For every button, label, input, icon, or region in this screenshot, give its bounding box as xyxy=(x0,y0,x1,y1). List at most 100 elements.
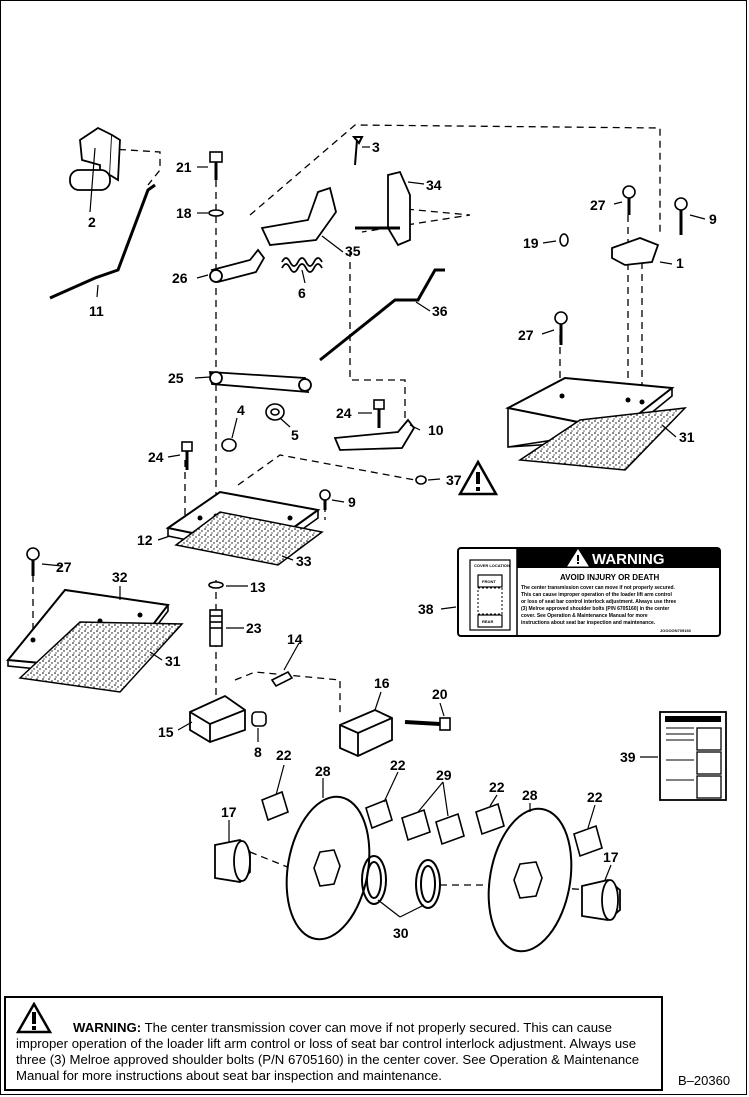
callout-21: 21 xyxy=(176,159,192,175)
part-bolt-27c xyxy=(622,185,636,215)
part-gasket-33 xyxy=(174,511,324,566)
callout-9a: 9 xyxy=(348,494,356,510)
callout-27c: 27 xyxy=(590,197,606,213)
part-disc-28-right xyxy=(487,807,573,953)
part-spacer-8 xyxy=(251,711,267,727)
part-bearing-17-left xyxy=(214,839,251,883)
decal-38 xyxy=(457,547,721,637)
warning-triangle-icon xyxy=(457,459,499,496)
decal-code: JOOOON709160 xyxy=(660,628,692,633)
callout-27a: 27 xyxy=(56,559,72,575)
callout-31a: 31 xyxy=(679,429,695,445)
decal-line-4: (3) Melroe approved shoulder bolts (P/N … xyxy=(521,606,669,612)
part-clip-37 xyxy=(415,475,427,485)
part-spring-6 xyxy=(281,257,323,273)
callout-13: 13 xyxy=(250,579,266,595)
part-block-15 xyxy=(189,694,246,743)
part-gasket-right xyxy=(517,407,687,471)
callout-10: 10 xyxy=(428,422,444,438)
part-block-16 xyxy=(339,709,393,757)
warning-box: WARNING: The center transmission cover c… xyxy=(4,996,663,1091)
part-washer-13 xyxy=(208,581,224,589)
part-shims-22-29 xyxy=(261,790,603,858)
callout-22d: 22 xyxy=(587,789,603,805)
callout-29: 29 xyxy=(436,767,452,783)
callout-30: 30 xyxy=(393,925,409,941)
decal-39 xyxy=(659,711,727,801)
callout-8: 8 xyxy=(254,744,262,760)
callout-34: 34 xyxy=(426,177,442,193)
callout-11: 11 xyxy=(89,303,104,319)
assembly-lines xyxy=(32,124,661,891)
decal-front: FRONT xyxy=(482,579,496,584)
callout-24a: 24 xyxy=(336,405,352,421)
callout-24b: 24 xyxy=(148,449,164,465)
part-bolt-24a xyxy=(373,399,385,428)
callout-22c: 22 xyxy=(489,779,505,795)
callout-1: 1 xyxy=(676,255,684,271)
decal-line-3: or loss of seat bar control interlock ad… xyxy=(521,599,676,605)
part-bolt-9b xyxy=(674,197,688,235)
part-bolt-21 xyxy=(209,151,223,180)
part-gasket-31-left xyxy=(18,621,184,693)
callout-38: 38 xyxy=(418,601,434,617)
callout-labels: 2 11 21 18 26 6 3 34 35 36 25 4 5 24 10 … xyxy=(56,139,717,941)
callout-37: 37 xyxy=(446,472,462,488)
callout-28a: 28 xyxy=(315,763,331,779)
decal-line-5: cover. See Operation & Maintenance Manua… xyxy=(521,613,648,619)
part-spacer-5 xyxy=(265,403,285,421)
part-nut-4 xyxy=(221,438,237,452)
part-rod-11 xyxy=(49,183,156,300)
part-bracket-2 xyxy=(69,126,121,191)
part-link-25 xyxy=(208,371,312,393)
part-bolt-24b xyxy=(181,441,193,470)
callout-4: 4 xyxy=(237,402,245,418)
part-pin-3 xyxy=(351,136,364,166)
callout-2: 2 xyxy=(88,214,96,230)
callout-39: 39 xyxy=(620,749,636,765)
part-washer-19 xyxy=(559,233,569,247)
decal-rear: REAR xyxy=(482,619,493,624)
warning-title: WARNING: xyxy=(73,1020,142,1035)
part-arm-26 xyxy=(209,248,266,284)
callout-36: 36 xyxy=(432,303,448,319)
callout-20: 20 xyxy=(432,686,448,702)
decal-warning-title: WARNING xyxy=(592,551,665,568)
callout-32: 32 xyxy=(112,569,128,585)
callout-25: 25 xyxy=(168,370,184,386)
callout-35: 35 xyxy=(345,243,361,259)
callout-15: 15 xyxy=(158,724,174,740)
part-bracket-10 xyxy=(333,418,416,451)
decal-line-2: This can cause improper operation of the… xyxy=(521,592,672,598)
part-pin-14 xyxy=(270,670,294,688)
callout-3: 3 xyxy=(372,139,380,155)
warning-text-block: WARNING: The center transmission cover c… xyxy=(16,1020,656,1084)
callout-31b: 31 xyxy=(165,653,181,669)
part-bushing-23 xyxy=(209,609,223,647)
callout-18: 18 xyxy=(176,205,192,221)
callout-28b: 28 xyxy=(522,787,538,803)
part-bolt-20 xyxy=(404,717,451,731)
callout-9b: 9 xyxy=(709,211,717,227)
part-latch-35 xyxy=(260,186,337,246)
part-bolt-27a xyxy=(26,547,40,576)
callout-12: 12 xyxy=(137,532,153,548)
decal-location-title: COVER LOCATION xyxy=(474,563,510,568)
callout-17b: 17 xyxy=(603,849,619,865)
part-bracket-1 xyxy=(611,237,660,266)
reference-code: B–20360 xyxy=(678,1073,731,1088)
part-latch-34 xyxy=(355,170,411,247)
decal-line-1: The center transmission cover can move i… xyxy=(521,585,676,591)
callout-26: 26 xyxy=(172,270,188,286)
part-bearing-17-right xyxy=(581,879,621,921)
part-washer-18 xyxy=(208,209,224,217)
parts-diagram: 2 11 21 18 26 6 3 34 35 36 25 4 5 24 10 … xyxy=(6,124,727,953)
callout-23: 23 xyxy=(246,620,262,636)
callout-33: 33 xyxy=(296,553,312,569)
warning-triangle-icon xyxy=(16,1002,52,1034)
decal-line-6: instructions about seat bar inspection a… xyxy=(521,620,656,626)
callout-6: 6 xyxy=(298,285,306,301)
callout-17a: 17 xyxy=(221,804,237,820)
callout-5: 5 xyxy=(291,427,299,443)
